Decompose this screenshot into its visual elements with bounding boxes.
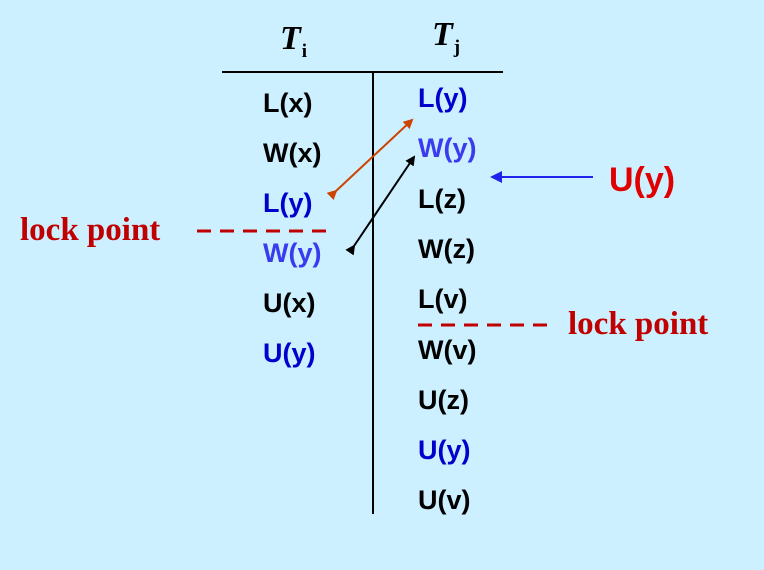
header-ti: Ti [280, 20, 308, 62]
tj-op-lock-z: L(z) [418, 184, 466, 214]
header-tj: Tj [432, 16, 461, 58]
tj-op-unlock-v: U(v) [418, 485, 471, 515]
tj-op-write-y: W(y) [418, 133, 477, 163]
tj-op-lock-v: L(v) [418, 284, 468, 314]
tj-op-unlock-y: U(y) [418, 435, 471, 465]
lock-point-label-right: lock point [568, 306, 709, 342]
tj-op-write-v: W(v) [418, 335, 477, 365]
ti-op-write-x: W(x) [263, 138, 322, 168]
tj-op-write-z: W(z) [418, 234, 475, 264]
tj-op-unlock-z: U(z) [418, 385, 469, 415]
lock-point-label-left: lock point [20, 212, 161, 248]
ti-op-unlock-y: U(y) [263, 338, 316, 368]
conflict-arrow-black [345, 155, 416, 256]
tj-op-lock-y: L(y) [418, 83, 468, 113]
unlock-callout-label: U(y) [609, 161, 676, 199]
ti-op-write-y: W(y) [263, 238, 322, 268]
ti-op-lock-x: L(x) [263, 88, 313, 118]
ti-op-lock-y: L(y) [263, 188, 313, 218]
ti-op-unlock-x: U(x) [263, 288, 316, 318]
